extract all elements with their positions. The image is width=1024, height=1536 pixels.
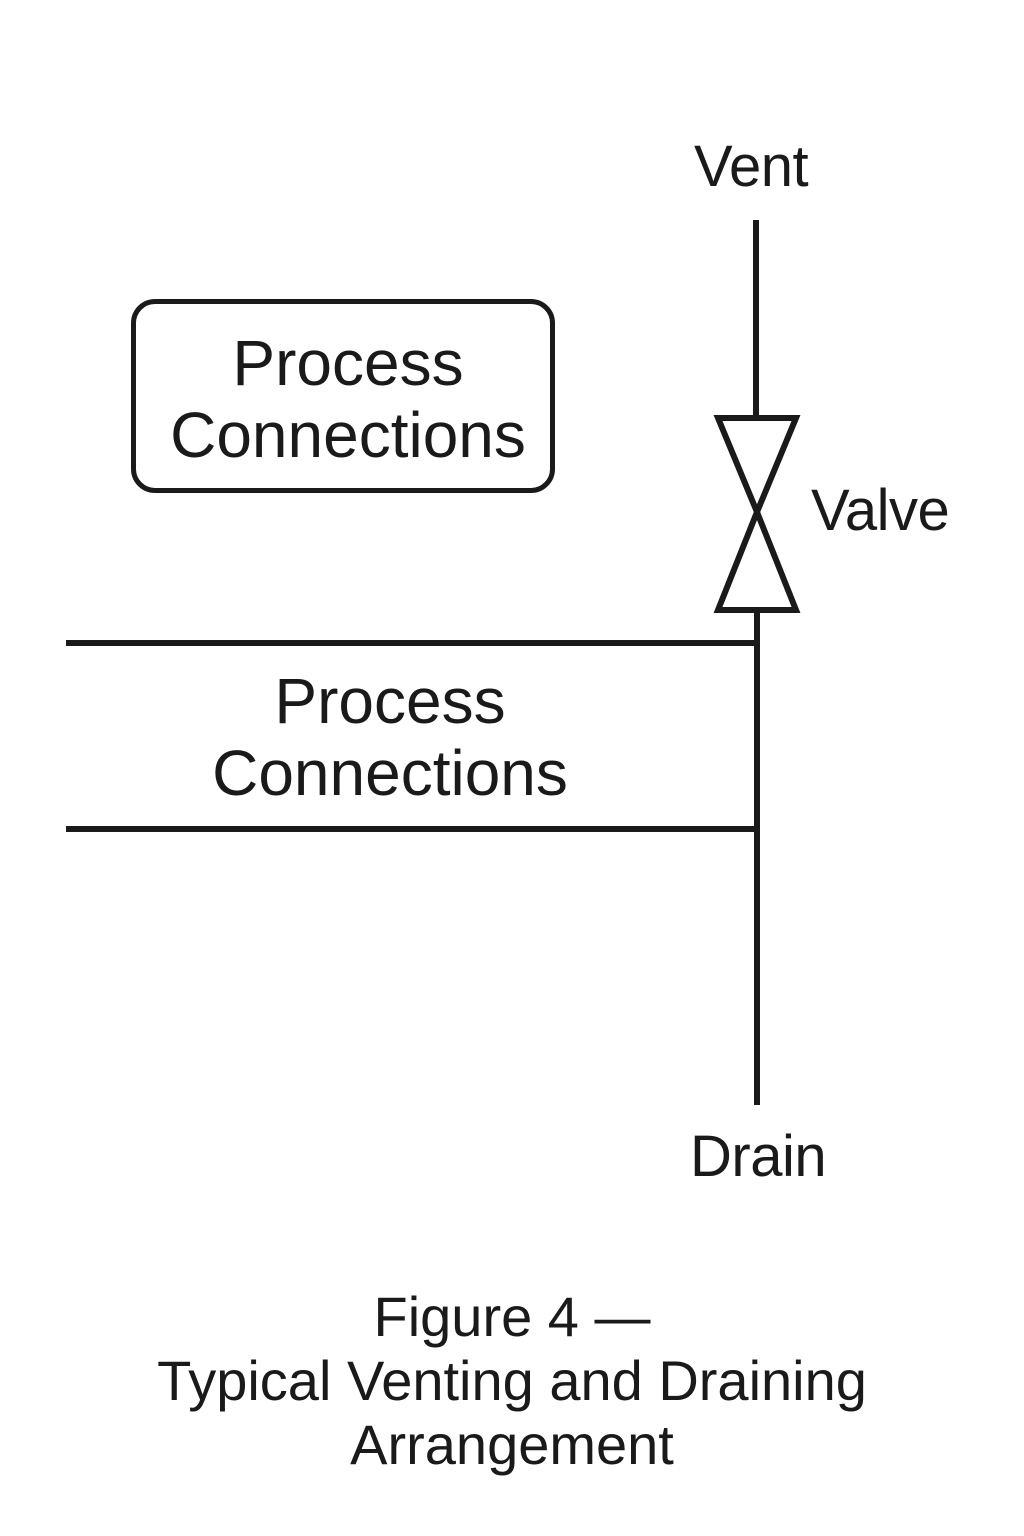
pipe-line-1: Process [274, 665, 506, 737]
pipe-line-2: Connections [212, 737, 568, 809]
box-line-1: Process [232, 327, 464, 399]
caption-line-3: Arrangement [350, 1413, 674, 1476]
caption-line-1: Figure 4 — [373, 1285, 651, 1348]
valve-lower-triangle [713, 503, 801, 613]
valve-label: Valve [811, 478, 950, 543]
vent-label: Vent [694, 134, 809, 199]
box-line-2: Connections [170, 399, 526, 471]
figure-caption: Figure 4 — Typical Venting and Draining … [0, 1285, 1024, 1477]
process-pipe-label: Process Connections [150, 665, 630, 809]
drain-label: Drain [690, 1124, 827, 1189]
process-connections-box [131, 299, 555, 493]
valve-upper-triangle [713, 415, 801, 520]
caption-line-2: Typical Venting and Draining [157, 1349, 867, 1412]
process-connections-box-text: Process Connections [131, 299, 565, 499]
